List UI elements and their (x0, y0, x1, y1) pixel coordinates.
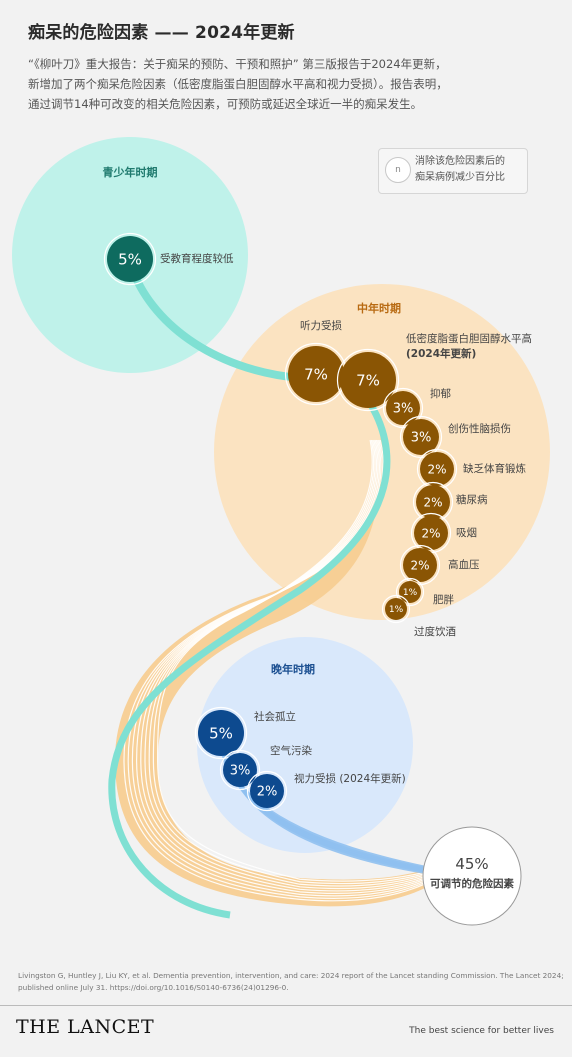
stripe (140, 439, 426, 892)
node-percent: 3% (411, 431, 432, 446)
node-label: 抑郁 (430, 387, 451, 400)
stage-label-late: 晚年时期 (271, 662, 315, 676)
risk-factor-node: 2% 缺乏体育锻炼 (416, 448, 526, 490)
node-label: 空气污染 (270, 744, 312, 757)
total-circle (422, 826, 522, 926)
risk-factor-diagram: 5% 受教育程度较低 7% 听力受损 7% 低密度脂蛋白胆固醇水平高 (2024年更新) 3%… (12, 137, 550, 926)
node-label: 缺乏体育锻炼 (463, 462, 526, 475)
stage-label-youth: 青少年时期 (103, 165, 158, 179)
stripe (156, 439, 426, 882)
node-label: 过度饮酒 (414, 625, 456, 638)
node-label: 社会孤立 (254, 710, 296, 723)
subtitle-line: 新增加了两个痴呆危险因素（低密度脂蛋白胆固醇水平高和视力受损）。报告表明， (28, 77, 448, 91)
node-outer-ring (381, 594, 411, 624)
legend: n 消除该危险因素后的 痴呆病例减少百分比 (378, 148, 528, 194)
node-circle (288, 346, 344, 402)
total-percent: 45% (455, 855, 488, 873)
node-circle (107, 236, 153, 282)
node-percent: 2% (423, 495, 442, 509)
stage-label-midlife: 中年时期 (357, 301, 401, 315)
node-percent: 2% (421, 526, 440, 540)
node-percent: 2% (427, 462, 446, 476)
node-circle (403, 419, 439, 455)
node-label: 低密度脂蛋白胆固醇水平高 (406, 332, 532, 345)
node-outer-ring (219, 749, 261, 791)
node-label: 听力受损 (300, 319, 342, 332)
node-outer-ring (246, 770, 288, 812)
legend-text: 消除该危险因素后的 痴呆病例减少百分比 (415, 154, 505, 186)
node-label: 高血压 (448, 558, 480, 571)
node-circle (385, 598, 407, 620)
node-circle (223, 753, 257, 787)
node-circle (403, 548, 437, 582)
node-circle (414, 516, 448, 550)
stripe (131, 439, 426, 897)
risk-factor-node: 3% 空气污染 (219, 744, 312, 791)
citation-line: published online July 31. https://doi.or… (18, 983, 289, 992)
risk-factor-node: 1% 过度饮酒 (381, 594, 456, 638)
risk-factor-node: 5% 社会孤立 (194, 706, 296, 760)
citation: Livingston G, Huntley J, Liu KY, et al. … (18, 970, 564, 994)
subtitle: “《柳叶刀》重大报告：关于痴呆的预防、干预和照护” 第三版报告于2024年更新，… (28, 54, 548, 114)
node-circle (198, 710, 244, 756)
subtitle-line: “《柳叶刀》重大报告：关于痴呆的预防、干预和照护” 第三版报告于2024年更新， (28, 57, 447, 71)
legend-line: 痴呆病例减少百分比 (415, 172, 505, 183)
risk-factor-node: 3% 创伤性脑损伤 (399, 415, 511, 459)
node-percent: 5% (118, 250, 142, 268)
risk-factor-node: 2% 视力受损 (2024年更新) (246, 770, 406, 812)
risk-factor-node: 7% 听力受损 (284, 319, 348, 406)
stripe (152, 439, 426, 885)
node-percent: 3% (393, 402, 414, 417)
legend-line: 消除该危险因素后的 (415, 156, 505, 167)
tagline: The best science for better lives (409, 1026, 554, 1036)
legend-circle-icon: n (385, 157, 411, 183)
node-outer-ring (395, 577, 425, 607)
citation-line: Livingston G, Huntley J, Liu KY, et al. … (18, 971, 564, 980)
node-label: 肥胖 (433, 594, 454, 606)
stripe (135, 439, 426, 894)
node-outer-ring (399, 544, 441, 586)
node-circle (416, 485, 450, 519)
teal-stream-main (108, 398, 391, 919)
stripe (148, 439, 426, 887)
node-percent: 3% (230, 764, 251, 779)
node-label: 创伤性脑损伤 (448, 422, 511, 435)
node-percent: 2% (410, 558, 429, 572)
node-label: 糖尿病 (456, 493, 488, 506)
node-circle (420, 452, 454, 486)
node-circle (386, 391, 420, 425)
node-circle (250, 774, 284, 808)
risk-factor-node: 1% 肥胖 (395, 577, 454, 607)
node-circle (399, 581, 421, 603)
node-label-sub: (2024年更新) (406, 347, 476, 360)
node-outer-ring (103, 232, 157, 286)
risk-factor-node: 2% 吸烟 (410, 512, 477, 554)
subtitle-line: 通过调节14种可改变的相关危险因素，可预防或延迟全球近一半的痴呆发生。 (28, 97, 423, 111)
node-label: 吸烟 (456, 526, 477, 539)
node-percent: 2% (257, 785, 278, 800)
node-outer-ring (194, 706, 248, 760)
lancet-logo: THE LANCET (16, 1016, 155, 1038)
stripe (144, 439, 426, 890)
teal-stream-youth (128, 264, 304, 382)
node-outer-ring (336, 348, 400, 412)
total-label: 可调节的危险因素 (430, 877, 514, 890)
node-label: 视力受损 (2024年更新) (294, 772, 406, 785)
risk-factor-node: 7% 低密度脂蛋白胆固醇水平高 (2024年更新) (336, 332, 532, 412)
risk-factor-node: 2% 高血压 (399, 544, 480, 586)
node-circle (340, 352, 396, 408)
node-label: 受教育程度较低 (160, 252, 234, 265)
page-title: 痴呆的危险因素 —— 2024年更新 (28, 23, 295, 43)
node-percent: 7% (356, 371, 380, 389)
node-percent: 5% (209, 724, 233, 742)
node-percent: 7% (304, 365, 328, 383)
risk-factor-node: 3% 抑郁 (382, 387, 451, 429)
footer-divider (0, 1005, 572, 1006)
risk-factor-node: 2% 糖尿病 (412, 481, 488, 523)
node-percent: 1% (389, 605, 404, 615)
risk-factor-node: 5% 受教育程度较低 (103, 232, 234, 286)
node-percent: 1% (403, 588, 418, 598)
